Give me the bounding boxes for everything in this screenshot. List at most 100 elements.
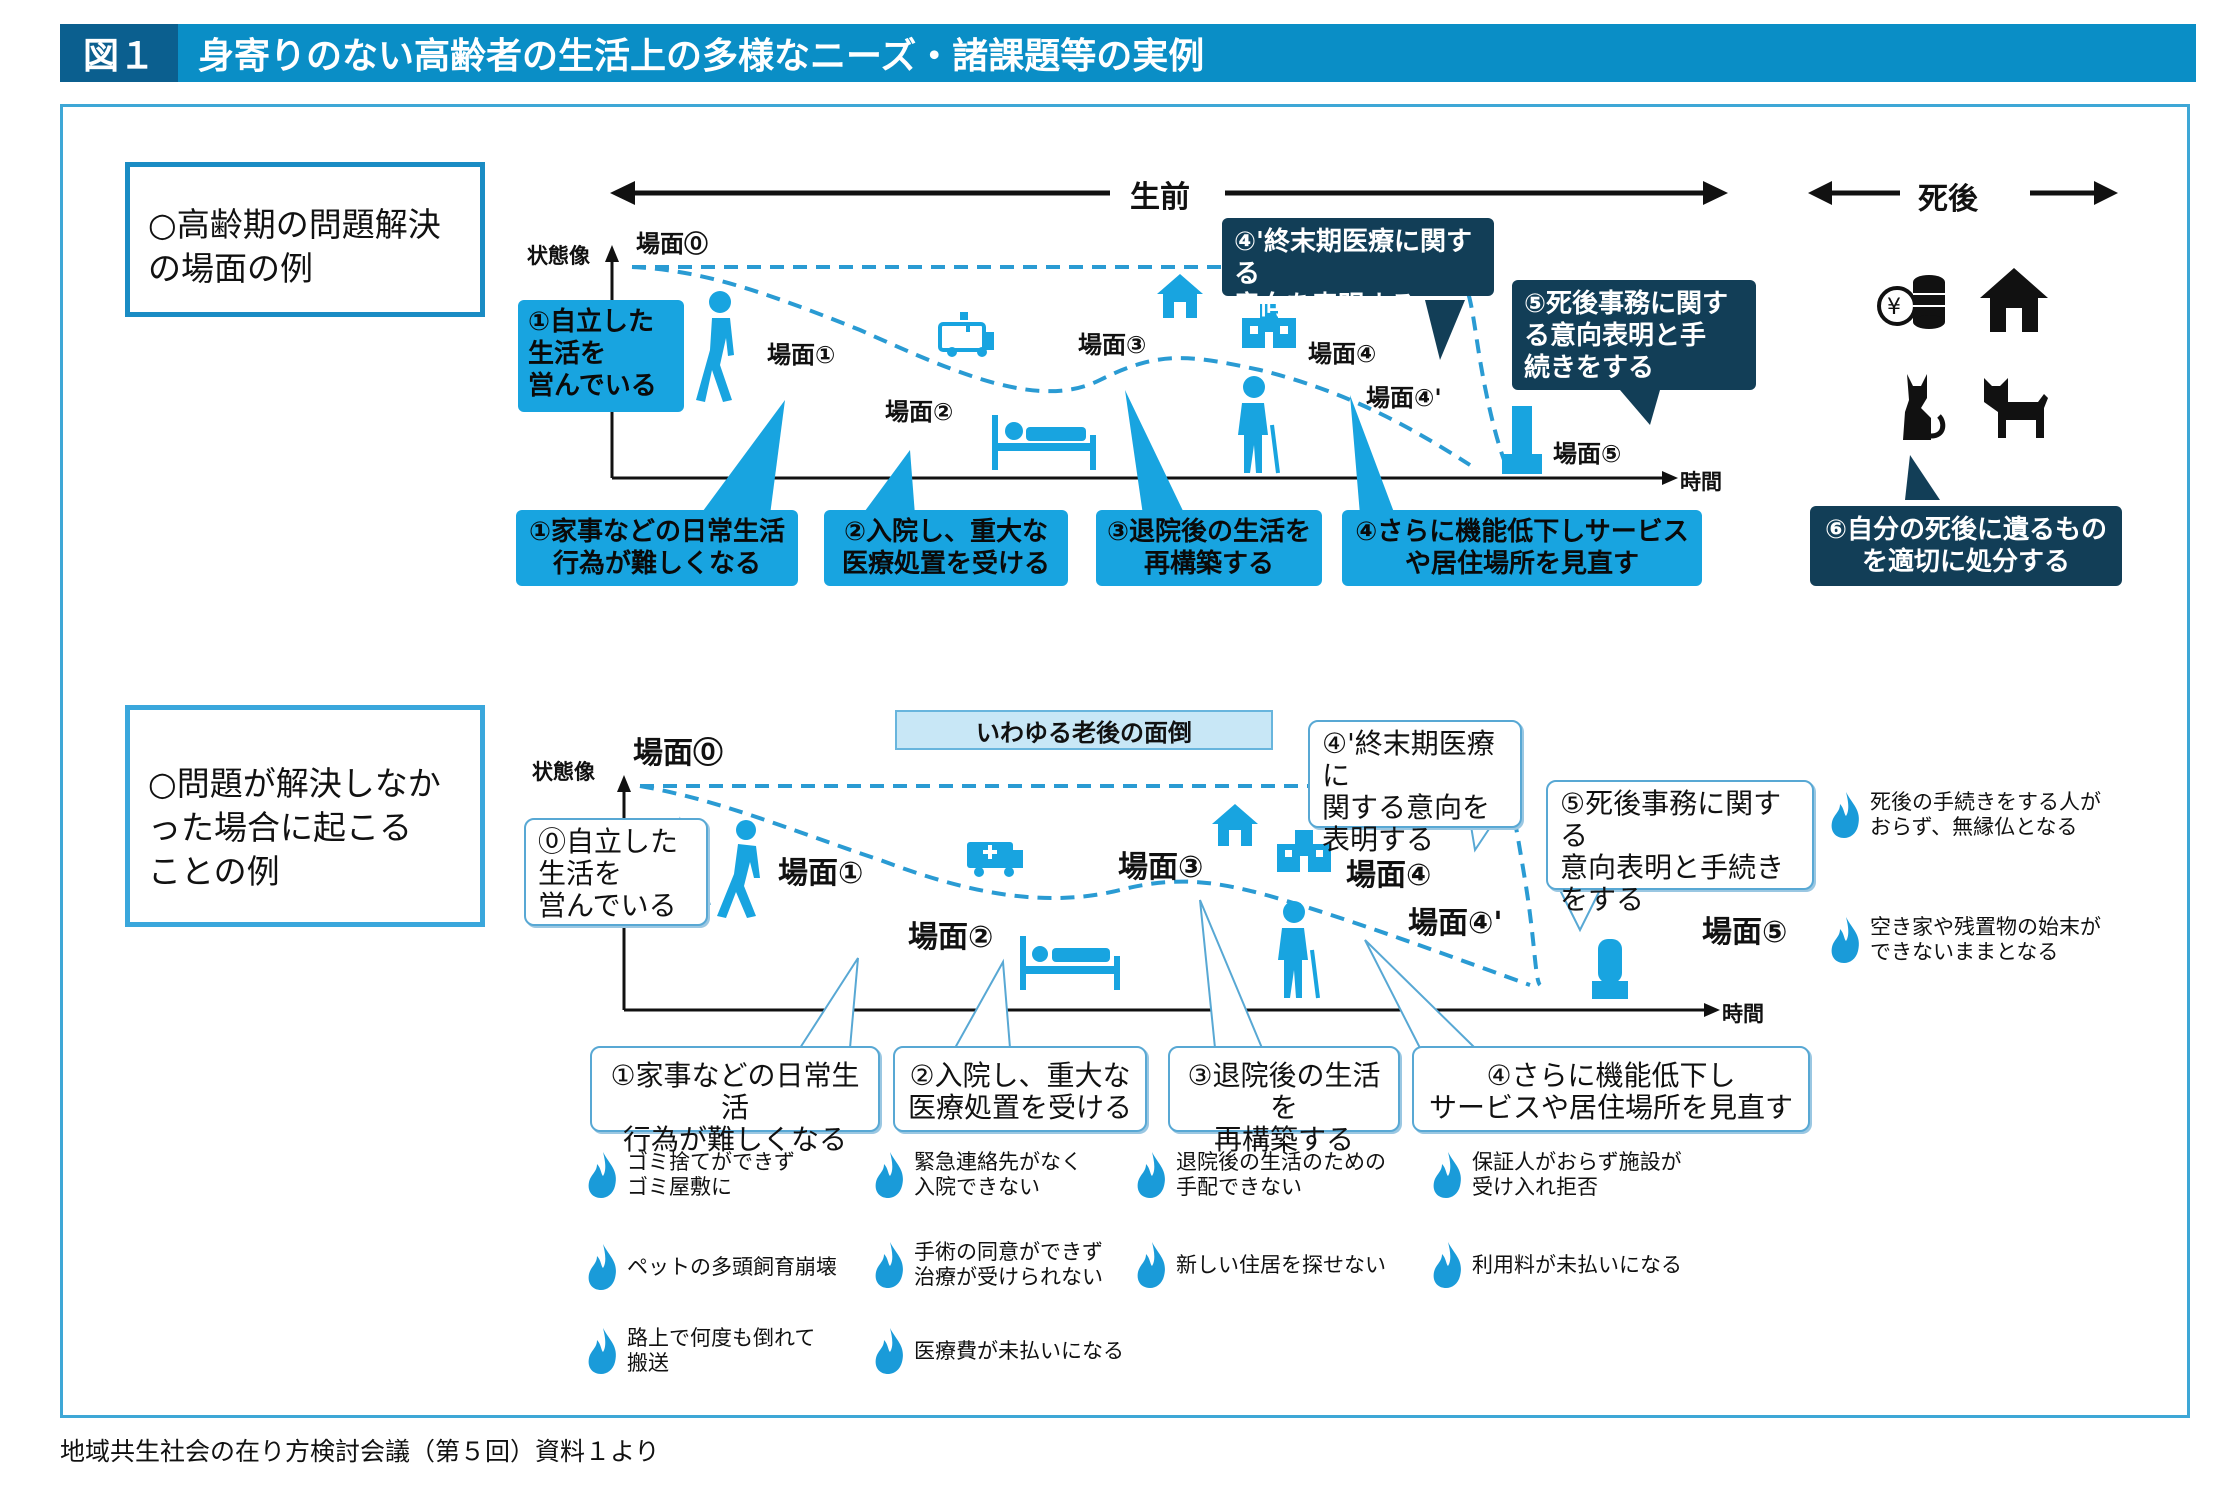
bottom-question-box: ○問題が解決しなか った場合に起こる ことの例 [125,705,485,927]
top-question-box: ○高齢期の問題解決 の場面の例 [125,162,485,317]
top-x-axis-label: 時間 [1680,470,1722,494]
top-scene5-label: 場面⑤ [1553,440,1622,468]
issue-text: 手術の同意ができず 治療が受けられない [914,1240,1103,1289]
issue-item: ゴミ捨てができず ゴミ屋敷に [585,1150,795,1200]
top-end-of-life-box: ④'終末期医療に関する 意向を表明する [1222,218,1494,321]
bottom-scene4-label: 場面④ [1346,858,1432,893]
walking-person-icon [696,291,734,402]
bottom-scene2-box: ②入院し、重大な 医療処置を受ける [893,1046,1147,1132]
issue-item: 利用料が未払いになる [1430,1240,1682,1290]
issue-item: 退院後の生活のための 手配できない [1134,1150,1386,1200]
flame-icon [588,1328,616,1374]
issue-text: 利用料が未払いになる [1472,1252,1682,1277]
issue-text: 新しい住居を探せない [1176,1252,1386,1277]
dog-icon [1984,378,2048,438]
bottom-end-of-life-box: ④'終末期医療に 関する意向を 表明する [1308,720,1522,856]
house-icon [1157,274,1203,318]
after-issue-item: 空き家や残置物の始末が できないままとなる [1828,915,2101,965]
flame-icon [1137,1242,1165,1288]
grave-icon [1592,939,1628,999]
bottom-after-death-box: ⑤死後事務に関する 意向表明と手続き をする [1546,780,1814,916]
top-y-axis-label: 状態像 [527,244,590,268]
top-scene3-box: ③退院後の生活を 再構築する [1096,510,1322,586]
flame-icon [588,1244,616,1290]
bottom-scene1-label: 場面① [778,856,864,891]
top-scene2-label: 場面② [885,398,954,426]
top-disposal-box: ⑥自分の死後に遺るもの を適切に処分する [1810,506,2122,586]
figure-header-bar [60,24,2196,82]
bottom-scene4p-label: 場面④' [1408,906,1503,941]
issue-item: 手術の同意ができず 治療が受けられない [872,1240,1103,1290]
flame-icon [1831,917,1859,963]
walking-person-icon [717,820,760,918]
hospital-bed-icon [1020,936,1120,990]
bottom-scene0-label: 場面⓪ [633,736,723,771]
top-scene2-box: ②入院し、重大な 医療処置を受ける [824,510,1068,586]
issue-text: ペットの多頭飼育崩壊 [627,1254,837,1279]
bottom-scene5-label: 場面⑤ [1702,915,1788,950]
elderly-person-icon [1238,376,1280,474]
facility-icon [1277,830,1331,872]
svg-text:¥: ¥ [1887,295,1901,320]
top-scene1-label: 場面① [767,341,836,369]
issue-item: 新しい住居を探せない [1134,1240,1386,1290]
flame-icon [1433,1242,1461,1288]
issue-item: 緊急連絡先がなく 入院できない [872,1150,1082,1200]
issue-text: 退院後の生活のための 手配できない [1176,1150,1386,1199]
bottom-scene3-label: 場面③ [1118,850,1204,885]
issue-text: ゴミ捨てができず ゴミ屋敷に [627,1150,795,1199]
flame-icon [1137,1152,1165,1198]
house-icon [1212,804,1258,846]
top-scene0-label: 場面⓪ [636,230,708,258]
grave-icon [1502,406,1542,474]
figure-number: 図１ [60,24,178,82]
top-scene1-box: ①家事などの日常生活 行為が難しくなる [516,510,798,586]
facility-icon [1242,304,1296,348]
after-issue-text: 死後の手続きをする人が おらず、無縁仏となる [1870,790,2101,839]
issue-text: 路上で何度も倒れて 搬送 [627,1326,816,1375]
coins-icon: ¥ [1877,275,1945,329]
source-footnote: 地域共生社会の在り方検討会議（第５回）資料１より [60,1437,660,1466]
bottom-scene4-box: ④さらに機能低下し サービスや居住場所を見直す [1412,1046,1810,1132]
flame-icon [875,1328,903,1374]
bottom-scene1-box: ①家事などの日常生活 行為が難しくなる [590,1046,880,1156]
bottom-ribbon: いわゆる老後の面倒 [895,710,1273,750]
elderly-person-icon [1278,901,1320,999]
flame-icon [875,1152,903,1198]
bottom-x-axis-label: 時間 [1722,1002,1764,1026]
figure-frame [60,104,2190,1418]
top-curve-lower [631,265,1472,467]
top-scene4p-label: 場面④' [1366,384,1442,412]
issue-text: 医療費が未払いになる [914,1338,1124,1363]
seizen-label: 生前 [1130,180,1190,215]
bottom-scene3-box: ③退院後の生活を 再構築する [1168,1046,1400,1156]
flame-icon [875,1242,903,1288]
shigo-label: 死後 [1918,182,1978,217]
top-after-death-box: ⑤死後事務に関す る意向表明と手 続きをする [1512,280,1756,390]
bottom-curve-lower [639,784,1531,987]
top-scene4-label: 場面④ [1308,340,1377,368]
top-scene4-box: ④さらに機能低下しサービス や居住場所を見直す [1342,510,1702,586]
house-black-icon [1980,268,2048,332]
top-self-reliant-box: ①自立した 生活を 営んでいる [518,300,684,412]
issue-item: 保証人がおらず施設が 受け入れ拒否 [1430,1150,1682,1200]
issue-text: 緊急連絡先がなく 入院できない [914,1150,1082,1199]
figure-title: 身寄りのない高齢者の生活上の多様なニーズ・諸課題等の実例 [198,36,1205,77]
after-issue-text: 空き家や残置物の始末が できないままとなる [1870,915,2101,964]
bottom-y-axis-label: 状態像 [532,760,595,784]
bottom-self-reliant-box: ⓪自立した 生活を 営んでいる [524,818,708,926]
issue-item: ペットの多頭飼育崩壊 [585,1242,837,1292]
top-scene3-label: 場面③ [1078,331,1147,359]
flame-icon [1831,792,1859,838]
hospital-bed-icon [992,415,1096,470]
bottom-scene2-label: 場面② [908,920,994,955]
ambulance-icon [967,842,1023,877]
issue-text: 保証人がおらず施設が 受け入れ拒否 [1472,1150,1682,1199]
ambulance-icon [938,312,994,357]
issue-item: 医療費が未払いになる [872,1326,1124,1376]
flame-icon [1433,1152,1461,1198]
after-issue-item: 死後の手続きをする人が おらず、無縁仏となる [1828,790,2101,840]
issue-item: 路上で何度も倒れて 搬送 [585,1326,815,1376]
cat-icon [1903,374,1946,440]
flame-icon [588,1152,616,1198]
